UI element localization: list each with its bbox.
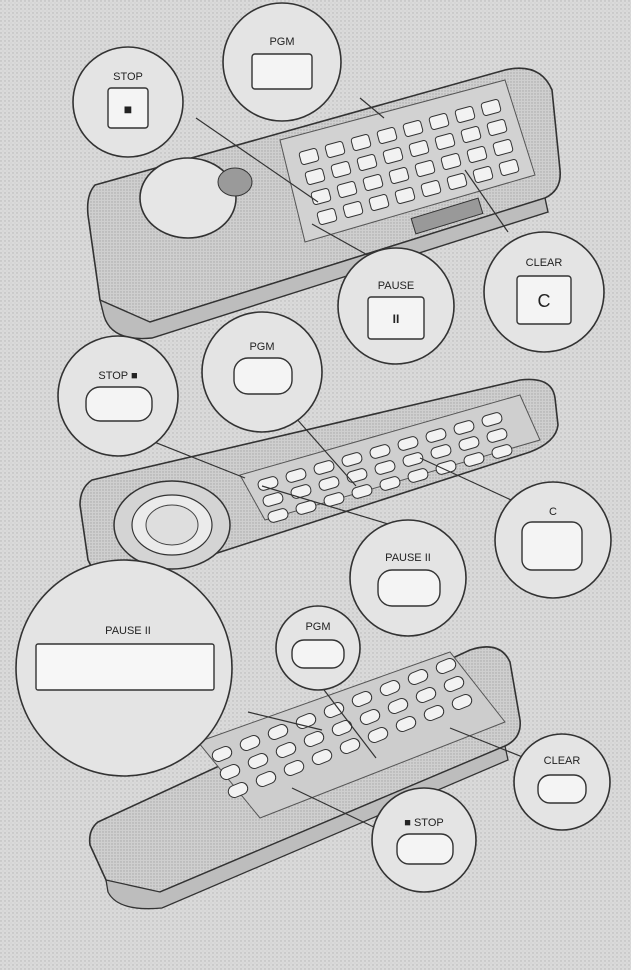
callout-label: PGM — [305, 621, 330, 633]
pause-button — [378, 570, 440, 606]
callout-r1-pgm: PGM — [223, 3, 341, 121]
stop-button — [86, 387, 152, 421]
clear-symbol: C — [538, 291, 551, 311]
callout-label: CLEAR — [526, 257, 563, 269]
callout-r3-pgm: PGM — [276, 606, 360, 690]
callout-label: PAUSE II — [105, 625, 151, 637]
pgm-button — [234, 358, 292, 394]
clear-button — [538, 775, 586, 803]
stop-button — [397, 834, 453, 864]
callout-label: C — [549, 506, 557, 518]
callout-label: CLEAR — [544, 755, 581, 767]
callout-label: ■ STOP — [404, 817, 443, 829]
callout-label: PAUSE — [378, 280, 414, 292]
callout-r2-pause: PAUSE II — [350, 520, 466, 636]
pause-symbol: II — [393, 312, 400, 326]
callout-label: PGM — [249, 341, 274, 353]
callout-r2-pgm: PGM — [202, 312, 322, 432]
callout-r1-pause: PAUSE II — [338, 248, 454, 364]
callout-r3-pause: PAUSE II — [16, 560, 232, 776]
callout-r3-clear: CLEAR — [514, 734, 610, 830]
jog-dial — [140, 158, 236, 238]
callout-label: STOP — [113, 71, 143, 83]
callout-label: PGM — [269, 36, 294, 48]
callout-r3-stop: ■ STOP — [372, 788, 476, 892]
pgm-button — [292, 640, 344, 668]
stop-symbol: ■ — [124, 101, 132, 117]
callout-label: STOP ■ — [98, 370, 137, 382]
callout-r1-clear: CLEAR C — [484, 232, 604, 352]
c-button — [522, 522, 582, 570]
pgm-button — [252, 54, 312, 89]
pause-button — [36, 644, 214, 690]
callout-r2-c: C — [495, 482, 611, 598]
callout-r1-stop: STOP ■ — [73, 47, 183, 157]
callout-label: PAUSE II — [385, 552, 431, 564]
callout-r2-stop: STOP ■ — [58, 336, 178, 456]
